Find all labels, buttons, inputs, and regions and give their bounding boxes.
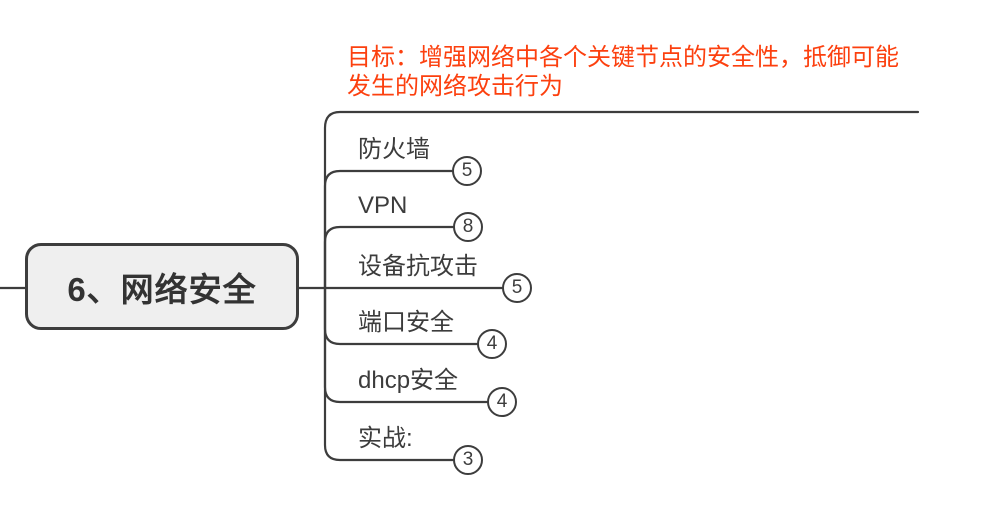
branch-topic-practice[interactable]: 实战: <box>358 425 413 452</box>
goal-note-topic[interactable]: 目标：增强网络中各个关键节点的安全性，抵御可能发生的网络攻击行为 <box>347 44 899 100</box>
collapse-badge-device-attack[interactable]: 5 <box>502 273 532 303</box>
collapse-badge-dhcp-security[interactable]: 4 <box>487 387 517 417</box>
branch-topic-dhcp-security[interactable]: dhcp安全 <box>358 367 459 394</box>
branch-topic-firewall[interactable]: 防火墙 <box>358 136 430 163</box>
collapse-badge-practice[interactable]: 3 <box>453 445 483 475</box>
connector-practice <box>323 286 455 462</box>
connector-firewall <box>323 169 454 290</box>
branch-topic-device-attack[interactable]: 设备抗攻击 <box>358 253 478 280</box>
root-topic-label: 6、网络安全 <box>67 270 257 308</box>
root-topic[interactable]: 6、网络安全 <box>25 243 299 330</box>
connector-vpn <box>323 225 455 290</box>
connector-note <box>323 110 920 290</box>
collapse-badge-vpn[interactable]: 8 <box>453 212 483 242</box>
branch-topic-vpn[interactable]: VPN <box>358 192 408 219</box>
branch-topic-port-security[interactable]: 端口安全 <box>358 309 454 336</box>
collapse-badge-firewall[interactable]: 5 <box>452 156 482 186</box>
collapse-badge-port-security[interactable]: 4 <box>477 329 507 359</box>
